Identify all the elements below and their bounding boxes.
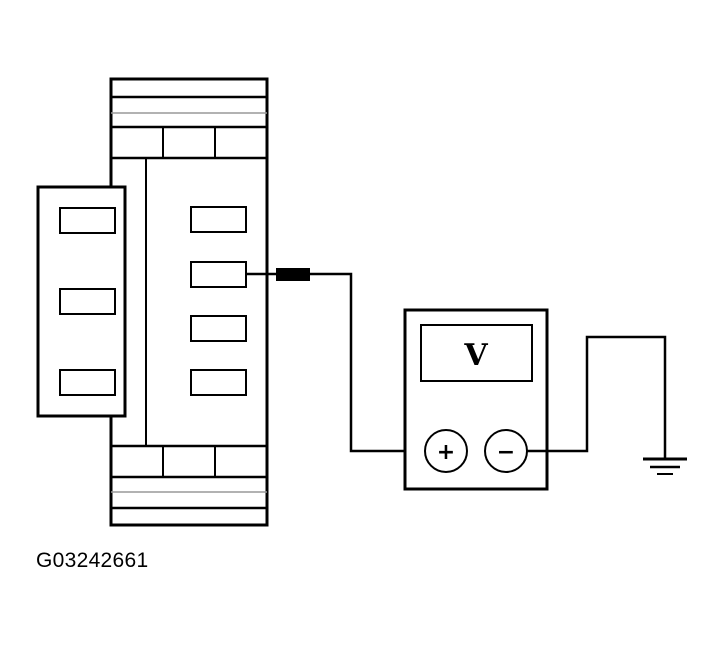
ground-icon: [643, 457, 687, 475]
voltmeter-display: [420, 324, 533, 382]
voltmeter-display-letter: V: [463, 338, 488, 373]
plug-pin-cavity: [59, 288, 116, 315]
ground-lead-wire: [527, 335, 667, 458]
negative-terminal-symbol: −: [497, 440, 515, 465]
test-lead-negative: [527, 335, 667, 458]
connector-pin-cavity: [190, 315, 247, 342]
figure-id-label: G03242661: [36, 549, 149, 572]
connector-body: [109, 77, 269, 527]
connector-pin-cavity: [190, 206, 247, 233]
positive-terminal-symbol: +: [437, 440, 455, 465]
connector-pin-cavity: [190, 369, 247, 396]
connector-pin-cavity-probed: [190, 261, 247, 288]
test-lead-wire: [246, 272, 425, 453]
positive-terminal: [424, 429, 468, 473]
plug-pin-cavity: [59, 207, 116, 234]
mating-plug: [36, 185, 127, 418]
test-probe-tip: [276, 268, 310, 281]
voltmeter: V + −: [403, 308, 549, 491]
plug-pin-cavity: [59, 369, 116, 396]
test-lead-positive: [246, 268, 425, 453]
connector: [109, 77, 269, 527]
